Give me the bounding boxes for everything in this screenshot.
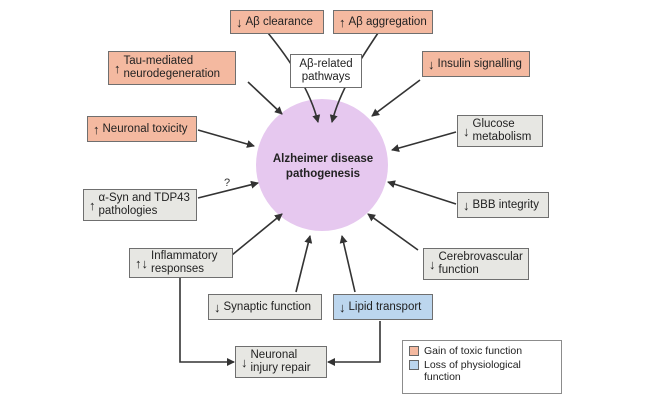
arrow-synaptic [295,235,313,293]
arrow-lipid [339,235,356,293]
increase-decrease-arrow-icon: ↑↓ [135,255,148,271]
ab-aggregation-box: ↑ Aβ aggregation [333,10,433,34]
inflammatory-box: ↑↓ Inflammatory responses [129,248,233,278]
decrease-arrow-icon: ↓ [463,197,470,213]
increase-arrow-icon: ↑ [89,197,96,213]
center-circle [256,99,388,231]
legend-item-gain: Gain of toxic function [409,345,555,357]
inflammatory-label: Inflammatory responses [151,250,218,275]
increase-arrow-icon: ↑ [339,14,346,30]
tau-label: Tau-mediated neurodegeneration [123,55,221,80]
arrow-cerebrovascular [367,213,419,251]
arrow-glucose [391,131,457,152]
synaptic-label: Synaptic function [223,300,312,313]
decrease-arrow-icon: ↓ [214,299,221,315]
arrow-insulin [371,79,421,117]
ab-clearance-box: ↓ Aβ clearance [230,10,324,34]
ab-pathways-label: Aβ-related pathways [299,58,353,83]
increase-arrow-icon: ↑ [93,121,100,137]
arrow-neuronal-toxicity [197,129,255,148]
gain-swatch [409,346,419,356]
decrease-arrow-icon: ↓ [339,299,346,315]
arrow-asyn [197,180,259,199]
repair-box: ↓ Neuronal injury repair [235,346,327,378]
question-mark: ? [224,177,231,189]
arrow-inflammatory-to-repair [179,278,235,366]
insulin-box: ↓ Insulin signalling [422,51,530,77]
decrease-arrow-icon: ↓ [241,354,248,370]
asyn-box: ↑ α-Syn and TDP43 pathologies [83,189,197,221]
decrease-arrow-icon: ↓ [429,256,436,272]
ab-clearance-label: Aβ clearance [245,15,313,28]
arrow-bbb [387,180,457,205]
bbb-label: BBB integrity [472,198,539,211]
lipid-box: ↓ Lipid transport [333,294,433,320]
neuronal-toxicity-box: ↑ Neuronal toxicity [87,116,197,142]
cerebrovascular-label: Cerebrovascular function [438,251,523,276]
neuronal-toxicity-label: Neuronal toxicity [102,122,188,135]
legend-loss-label: Loss of physiological function [424,359,521,383]
synaptic-box: ↓ Synaptic function [208,294,322,320]
ab-pathways-box: Aβ-related pathways [290,54,362,88]
glucose-box: ↓ Glucose metabolism [457,115,543,147]
cerebrovascular-box: ↓ Cerebrovascular function [423,248,529,280]
lipid-label: Lipid transport [348,300,422,313]
repair-label: Neuronal injury repair [250,349,311,374]
ab-aggregation-label: Aβ aggregation [348,15,427,28]
legend-gain-label: Gain of toxic function [424,345,523,357]
arrow-inflammatory [231,213,283,256]
arrow-tau [247,81,283,115]
legend: Gain of toxic function Loss of physiolog… [402,340,562,394]
insulin-label: Insulin signalling [437,57,522,70]
arrow-lipid-to-repair [327,321,381,366]
decrease-arrow-icon: ↓ [463,123,470,139]
bbb-box: ↓ BBB integrity [457,192,549,218]
loss-swatch [409,360,419,370]
decrease-arrow-icon: ↓ [428,56,435,72]
decrease-arrow-icon: ↓ [236,14,243,30]
tau-box: ↑ Tau-mediated neurodegeneration [108,51,236,85]
center-label: Alzheimer disease pathogenesis [272,153,374,180]
legend-item-loss: Loss of physiological function [409,359,555,383]
increase-arrow-icon: ↑ [114,60,121,76]
glucose-label: Glucose metabolism [472,118,532,143]
asyn-label: α-Syn and TDP43 pathologies [98,192,190,217]
